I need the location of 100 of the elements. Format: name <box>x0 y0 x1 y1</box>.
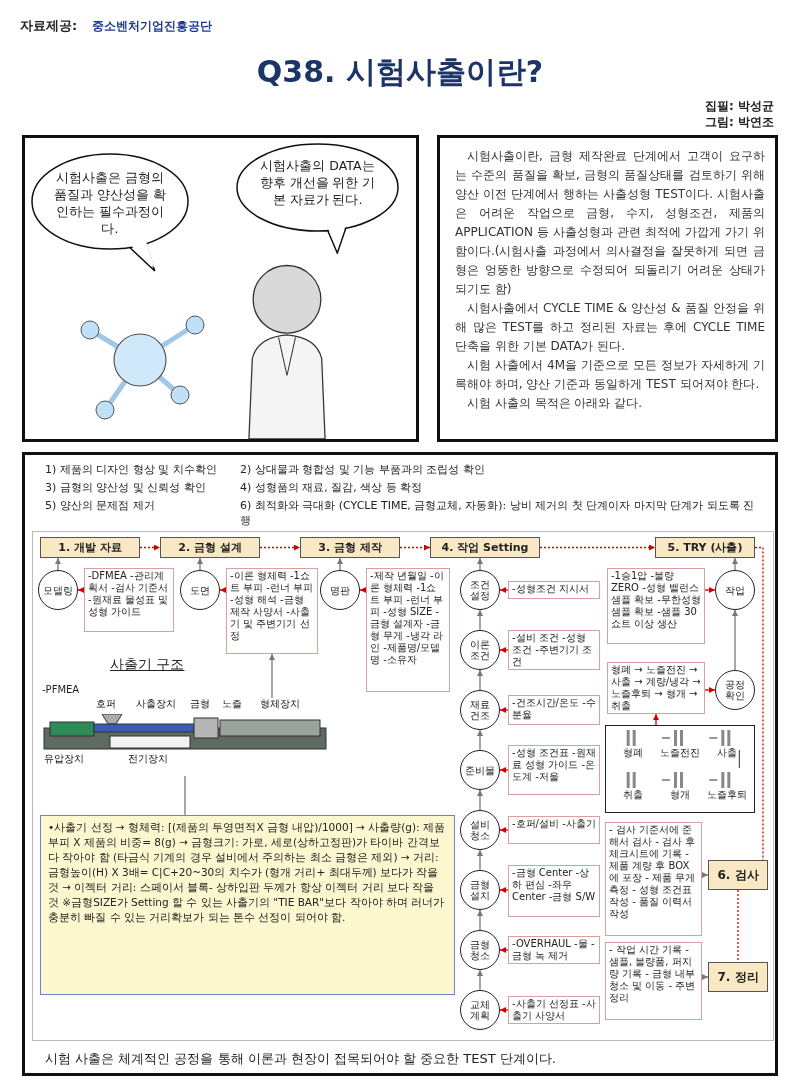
arrow <box>499 887 509 893</box>
credit-text: 자료제공: <box>20 17 78 35</box>
bubble-text: 시험사출은 금형의 품질과 양산성을 확인하는 필수과정이다. <box>53 168 167 237</box>
note-box: -설비 조건 -성형 조건 -주변기기 조건 <box>508 630 600 670</box>
list-item: 1) 제품의 디자인 형상 및 치수확인 <box>45 462 217 477</box>
part-label: 금형 <box>190 698 210 710</box>
part-label: 호퍼 <box>96 698 116 710</box>
note-box: -호퍼/설비 -사출기 <box>508 816 600 844</box>
bubble-text: 시험사출의 DATA는 향후 개선을 위한 기본 자료가 된다. <box>258 157 377 209</box>
process-circle: 금형 청소 <box>460 930 500 970</box>
part-label: 사출장치 <box>136 698 176 710</box>
arrow <box>653 713 659 726</box>
arrow <box>732 557 738 571</box>
list-item: 4) 성형품의 재료, 질감, 색상 등 확정 <box>240 480 423 495</box>
step-label: 취출 <box>621 789 644 801</box>
body-paragraph: 시험 사출의 목적은 아래와 같다. <box>466 395 644 412</box>
arrow <box>477 909 483 931</box>
step-box: 7. 정리 <box>708 962 768 992</box>
body-paragraph: 시험사출이란, 금형 제작완료 단계에서 고객이 요구하는 수준의 품질을 확보, 금형의 품질상태를 검토하기 위해 양산 이전 단계에서 행하는 사출성형 TEST이다. 시험사출은 어려운 작업으로 금형, 수지, 성형조건, 제품의 APPLICATION 등 사출성형과 관련 최적에 가깝게 가기 위함이다.(시험사출 과정에서 의사결정을 잘못하게 되면 금형은 엉뚱한 방향으로 수정되어 되돌리기 어려운 상태가 되기도 함) <box>455 148 765 298</box>
summary-text: 시험 사출은 체계적인 공정을 통해 이론과 현장이 접목되어야 할 중요한 TEST 단계이다. <box>45 1050 556 1068</box>
credit-text: 그림: 박연조 <box>705 114 774 131</box>
step-box: 5. TRY (사출) <box>655 537 755 558</box>
list-item: 6) 최적화와 극대화 (CYCLE TIME, 금형교체, 자동화): 낭비 제거의 첫 단계이자 마지막 단계가 되도록 진행 <box>240 498 756 528</box>
arrow <box>477 789 483 811</box>
process-circle: 명판 <box>320 570 360 610</box>
arrow <box>55 557 61 571</box>
body-paragraph: 시험 사출에서 4M을 기준으로 모든 정보가 자세하게 기록해야 하며, 양산 기준과 동일하게 TEST 되어져야 한다. <box>455 357 765 393</box>
part-label: 유압장치 <box>44 753 84 765</box>
step-label: 노즐후퇴 <box>706 789 749 801</box>
process-circle: 준비물 <box>460 750 500 790</box>
arrow <box>269 653 275 699</box>
arrow <box>359 587 367 593</box>
arrow <box>499 647 509 653</box>
arrow <box>499 707 509 713</box>
note-box: •사출기 선정 → 형체력: [(제품의 투영면적X 금형 내압)/1000] → 사출량(g): 제품 부피 X 제품의 비중= 8(g) → 금형크기: 가로, 세로(상하고정판)가 타이바 간격보다 작아야 함 (타금식 기계의 경우 설비에서 주의하는 최소 금형은 제외) → 거리: 금형높이(H) X 3배= C|C+20~30의 치수가 (형개 거리+ 최대두께) 보다가 작을 것 → 이젝터 거리: 스페이서 블록- 상하입판 두께가 항상 이젝터 거리 보다 작을 것 ※금형SIZE가 Setting 할 수 있는 사출기의 "TIE BAR"보다 작아야 하며 러너가 충분히 빠질 수 있는 거리확보가 되는 톤수 선정이 되어야 함. <box>40 815 455 995</box>
part-label: 전기장치 <box>128 753 168 765</box>
step-label: 형폐 <box>621 747 644 759</box>
step-box: 2. 금형 설계 <box>160 537 260 558</box>
process-circle: 이론 조건 <box>460 630 500 670</box>
connector-line <box>184 775 186 816</box>
arrow <box>337 557 343 571</box>
step-box: 3. 금형 제작 <box>300 537 400 558</box>
arrow <box>499 1007 509 1013</box>
step-box: 6. 검사 <box>708 860 768 890</box>
process-circle: 재료 건조 <box>460 690 500 730</box>
arrow <box>499 827 509 833</box>
arrow <box>477 669 483 691</box>
arrow <box>219 587 227 593</box>
step-box: 4. 작업 Setting <box>430 537 540 558</box>
note-box: -사출기 선정표 -사출기 사양서 <box>508 996 600 1024</box>
part-label: 형체장치 <box>260 698 300 710</box>
body-paragraph: 시험사출에서 CYCLE TIME & 양산성 & 품질 안정을 위해 많은 TEST를 하고 정리된 자료는 후에 CYCLE TIME 단축을 위한 기본 DATA가 된다. <box>455 300 765 355</box>
note-box: -금형 Center -상하 편심 -좌우 Center -금형 S/W <box>508 865 600 917</box>
arrow <box>477 609 483 631</box>
section-heading: 사출기 구조 <box>110 656 185 674</box>
arrow <box>477 969 483 991</box>
connector-line <box>737 889 739 963</box>
note-box: -제작 년월일 -이론 형체력 -1쇼트 부피 -런너 부피 -성형 SIZE -금형 설계자 -금형 무게 -냉각 라인 -제품명/모델명 -소유자 <box>366 568 450 692</box>
step-label: 노즐전진 <box>659 747 701 759</box>
process-circle: 공정 확인 <box>715 670 755 710</box>
step-box: 1. 개발 자료 <box>40 537 140 558</box>
arrow <box>732 609 738 671</box>
credit-text: 집필: 박성균 <box>705 98 774 115</box>
list-item: 2) 상대물과 형합성 및 기능 부품과의 조립성 확인 <box>240 462 485 477</box>
arrow <box>704 687 716 693</box>
arrow <box>704 587 716 593</box>
note-box: - 작업 시간 기록 - 샘플, 불량품, 퍼지 량 기록 - 금형 내부 청소 및 이동 - 주변 정리 <box>605 942 702 1020</box>
step-label: 형개 <box>669 789 691 801</box>
arrow <box>499 587 509 593</box>
arrow <box>477 849 483 871</box>
part-label: 노즐 <box>222 698 242 710</box>
arrow <box>399 544 431 551</box>
note-box: -성형조건 지시서 <box>508 581 600 599</box>
note-box: - 검사 기준서에 준해서 검사 - 검사 후 체크시트에 기록 - 제품 계량 후 BOX에 포장 - 제품 무게 측정 - 성형 조건표 작성 - 품질 이력서 작성 <box>605 822 702 936</box>
note-box: -이론 형체력 -1쇼트 부피 -런너 부피 -성형 해석 -금형 제작 사양서 -사출기 및 주변기기 선정 <box>226 568 318 654</box>
note-box: -성형 조건표 -원재료 성형 가이드 -온도계 -저울 <box>508 745 600 795</box>
credit-text: 중소벤처기업진흥공단 <box>92 18 212 35</box>
page-title: Q38. 시험사출이란? <box>255 53 545 91</box>
arrow <box>477 729 483 751</box>
process-circle: 조건 설정 <box>460 570 500 610</box>
process-circle: 모델링 <box>38 570 78 610</box>
note-box: -1승1압 -불량 ZERO -성형 밸런스 샘플 확보 -무한성형 샘플 확보 -샘플 30쇼트 이상 생산 <box>607 568 705 644</box>
arrow <box>77 587 85 593</box>
process-circle: 도면 <box>180 570 220 610</box>
note-box: 형폐 → 노즐전진 → 사출 → 계량/냉각 → 노즐후퇴 → 형개 → 취출 <box>607 662 705 714</box>
note-box: -OVERHAUL -물 -금형 녹 제거 <box>508 936 600 964</box>
note-box: -DFMEA -관리계획서 -검사 기준서 -원재료 물성표 및 성형 가이드 <box>84 568 174 632</box>
arrow <box>701 872 709 878</box>
list-item: 5) 양산의 문제점 제거 <box>45 498 155 513</box>
arrow <box>539 544 656 551</box>
step-label: 사출 <box>716 747 739 759</box>
arrow <box>499 767 509 773</box>
arrow <box>259 544 301 551</box>
connector-line <box>754 546 764 861</box>
arrow <box>499 947 509 953</box>
process-circle: 설비 청소 <box>460 810 500 850</box>
arrow <box>701 974 709 980</box>
note-box: -건조시간/온도 -수분율 <box>508 695 600 725</box>
arrow <box>139 544 161 551</box>
list-item: 3) 금형의 양산성 및 신뢰성 확인 <box>45 480 206 495</box>
